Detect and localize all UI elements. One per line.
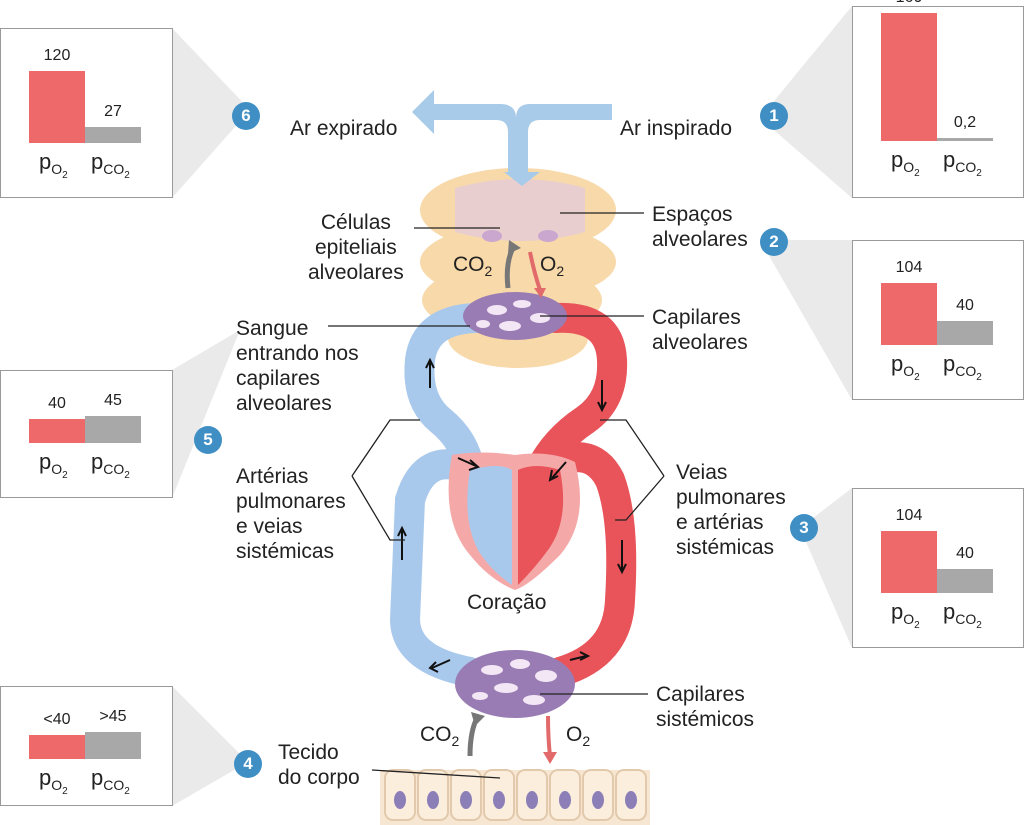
- axis-label-pco2-step-6: pCO2: [91, 149, 130, 182]
- bar-po2-step-1: [881, 13, 937, 141]
- step-badge-2: 2: [760, 228, 788, 256]
- axis-label-po2-step-4: pO2: [39, 765, 68, 798]
- bar-pco2-step-2: [937, 321, 993, 345]
- epithelial-cells-label: Células epiteliais alveolares: [308, 211, 404, 284]
- bar-pco2-step-1: [937, 138, 993, 141]
- value-label-po2-step-1: 160: [879, 0, 939, 7]
- value-label-po2-step-6: 120: [43, 47, 71, 64]
- flow-direction-arrows: [397, 357, 627, 673]
- axis-label-po2-step-6: pO2: [39, 149, 68, 182]
- value-label-po2-step-5: 40: [48, 395, 66, 412]
- axis-label-po2-step-1: pO2: [891, 147, 920, 180]
- value-label-po2-step-2: 104: [895, 258, 923, 276]
- axis-label-pco2-step-3: pCO2: [943, 599, 982, 632]
- callout-cone-3: [800, 488, 852, 648]
- value-label-pco2-step-1: 0,2: [953, 114, 977, 131]
- systemic-capillary-bed: [455, 650, 575, 718]
- step-badge-6: 6: [232, 102, 260, 130]
- callout-cone-5: [172, 330, 240, 498]
- chart-box-step-1: 160 0,2 pO2 pCO2: [852, 0, 1024, 198]
- inspired-air-label: Ar inspirado: [620, 117, 733, 140]
- step-badge-1: 1: [760, 102, 788, 130]
- o2-alveolar-label: O2: [540, 253, 565, 280]
- value-label-pco2-step-6: 27: [104, 102, 122, 120]
- chart-box-step-6: 120 27 pO2 pCO2: [0, 28, 173, 198]
- chart-box-step-2: 104 40 pO2 pCO2: [852, 240, 1024, 400]
- callout-cone-4: [172, 686, 248, 806]
- axis-label-pco2-step-5: pCO2: [91, 449, 130, 482]
- pulmonary-artery: [404, 303, 495, 535]
- callout-cone-6: [172, 28, 250, 198]
- bar-po2-step-6: [29, 71, 85, 143]
- step-badge-4: 4: [234, 750, 262, 778]
- heart-label: Coração: [467, 591, 547, 614]
- systemic-capillaries-label: Capilares sistémicos: [656, 683, 755, 731]
- pulmonary-veins-label: Veias pulmonares e artérias sistémicas: [676, 461, 786, 559]
- value-label-pco2-step-2: 40: [956, 297, 974, 314]
- bar-po2-step-5: [29, 419, 85, 443]
- expired-air-label: Ar expirado: [290, 117, 398, 140]
- bar-pco2-step-3: [937, 569, 993, 593]
- heart-shape: [448, 452, 580, 590]
- callout-cone-1: [760, 6, 852, 198]
- entering-blood-label: Sangue entrando nos capilares alveolares: [236, 317, 359, 415]
- axis-label-pco2-step-1: pCO2: [943, 147, 982, 180]
- axis-label-po2-step-3: pO2: [891, 599, 920, 632]
- bar-po2-step-2: [881, 282, 937, 345]
- body-tissue-cells: [380, 769, 650, 825]
- axis-label-po2-step-2: pO2: [891, 351, 920, 384]
- value-label-po2-step-4: <40: [43, 711, 71, 728]
- alveolar-capillaries-label: Capilares alveolares: [652, 306, 748, 354]
- pulmonary-arteries-label: Artérias pulmonares e veias sistémicas: [236, 465, 346, 563]
- co2-tissue-label: CO2: [420, 723, 460, 750]
- value-label-pco2-step-3: 40: [956, 545, 974, 562]
- systemic-vein: [389, 449, 485, 687]
- air-flow-arrows: [412, 90, 612, 186]
- alveolar-spaces-label: Espaços alveolares: [652, 203, 748, 251]
- gas-exchange-arrows: [467, 240, 557, 764]
- value-label-po2-step-3: 104: [895, 506, 923, 524]
- axis-label-pco2-step-2: pCO2: [943, 351, 982, 384]
- bar-pco2-step-5: [85, 416, 141, 443]
- systemic-artery: [525, 442, 637, 687]
- o2-tissue-label: O2: [566, 723, 591, 750]
- chart-box-step-4: <40 >45 pO2 pCO2: [0, 686, 173, 806]
- step-badge-3: 3: [790, 514, 818, 542]
- value-label-pco2-step-5: 45: [104, 392, 122, 409]
- alveolar-capillary-bed: [463, 292, 567, 340]
- axis-label-po2-step-5: pO2: [39, 449, 68, 482]
- chart-box-step-5: 40 45 pO2 pCO2: [0, 370, 173, 498]
- bar-pco2-step-6: [85, 126, 141, 143]
- value-label-pco2-step-4: >45: [99, 708, 127, 725]
- co2-alveolar-label: CO2: [453, 253, 493, 280]
- axis-label-pco2-step-4: pCO2: [91, 765, 130, 798]
- step-badge-5: 5: [194, 426, 222, 454]
- body-tissue-label: Tecido do corpo: [278, 741, 360, 789]
- bar-po2-step-4: [29, 735, 85, 759]
- chart-box-step-3: 104 40 pO2 pCO2: [852, 488, 1024, 648]
- bar-po2-step-3: [881, 530, 937, 593]
- bar-pco2-step-4: [85, 732, 141, 759]
- callout-cone-2: [760, 240, 852, 400]
- leader-lines: [328, 212, 665, 779]
